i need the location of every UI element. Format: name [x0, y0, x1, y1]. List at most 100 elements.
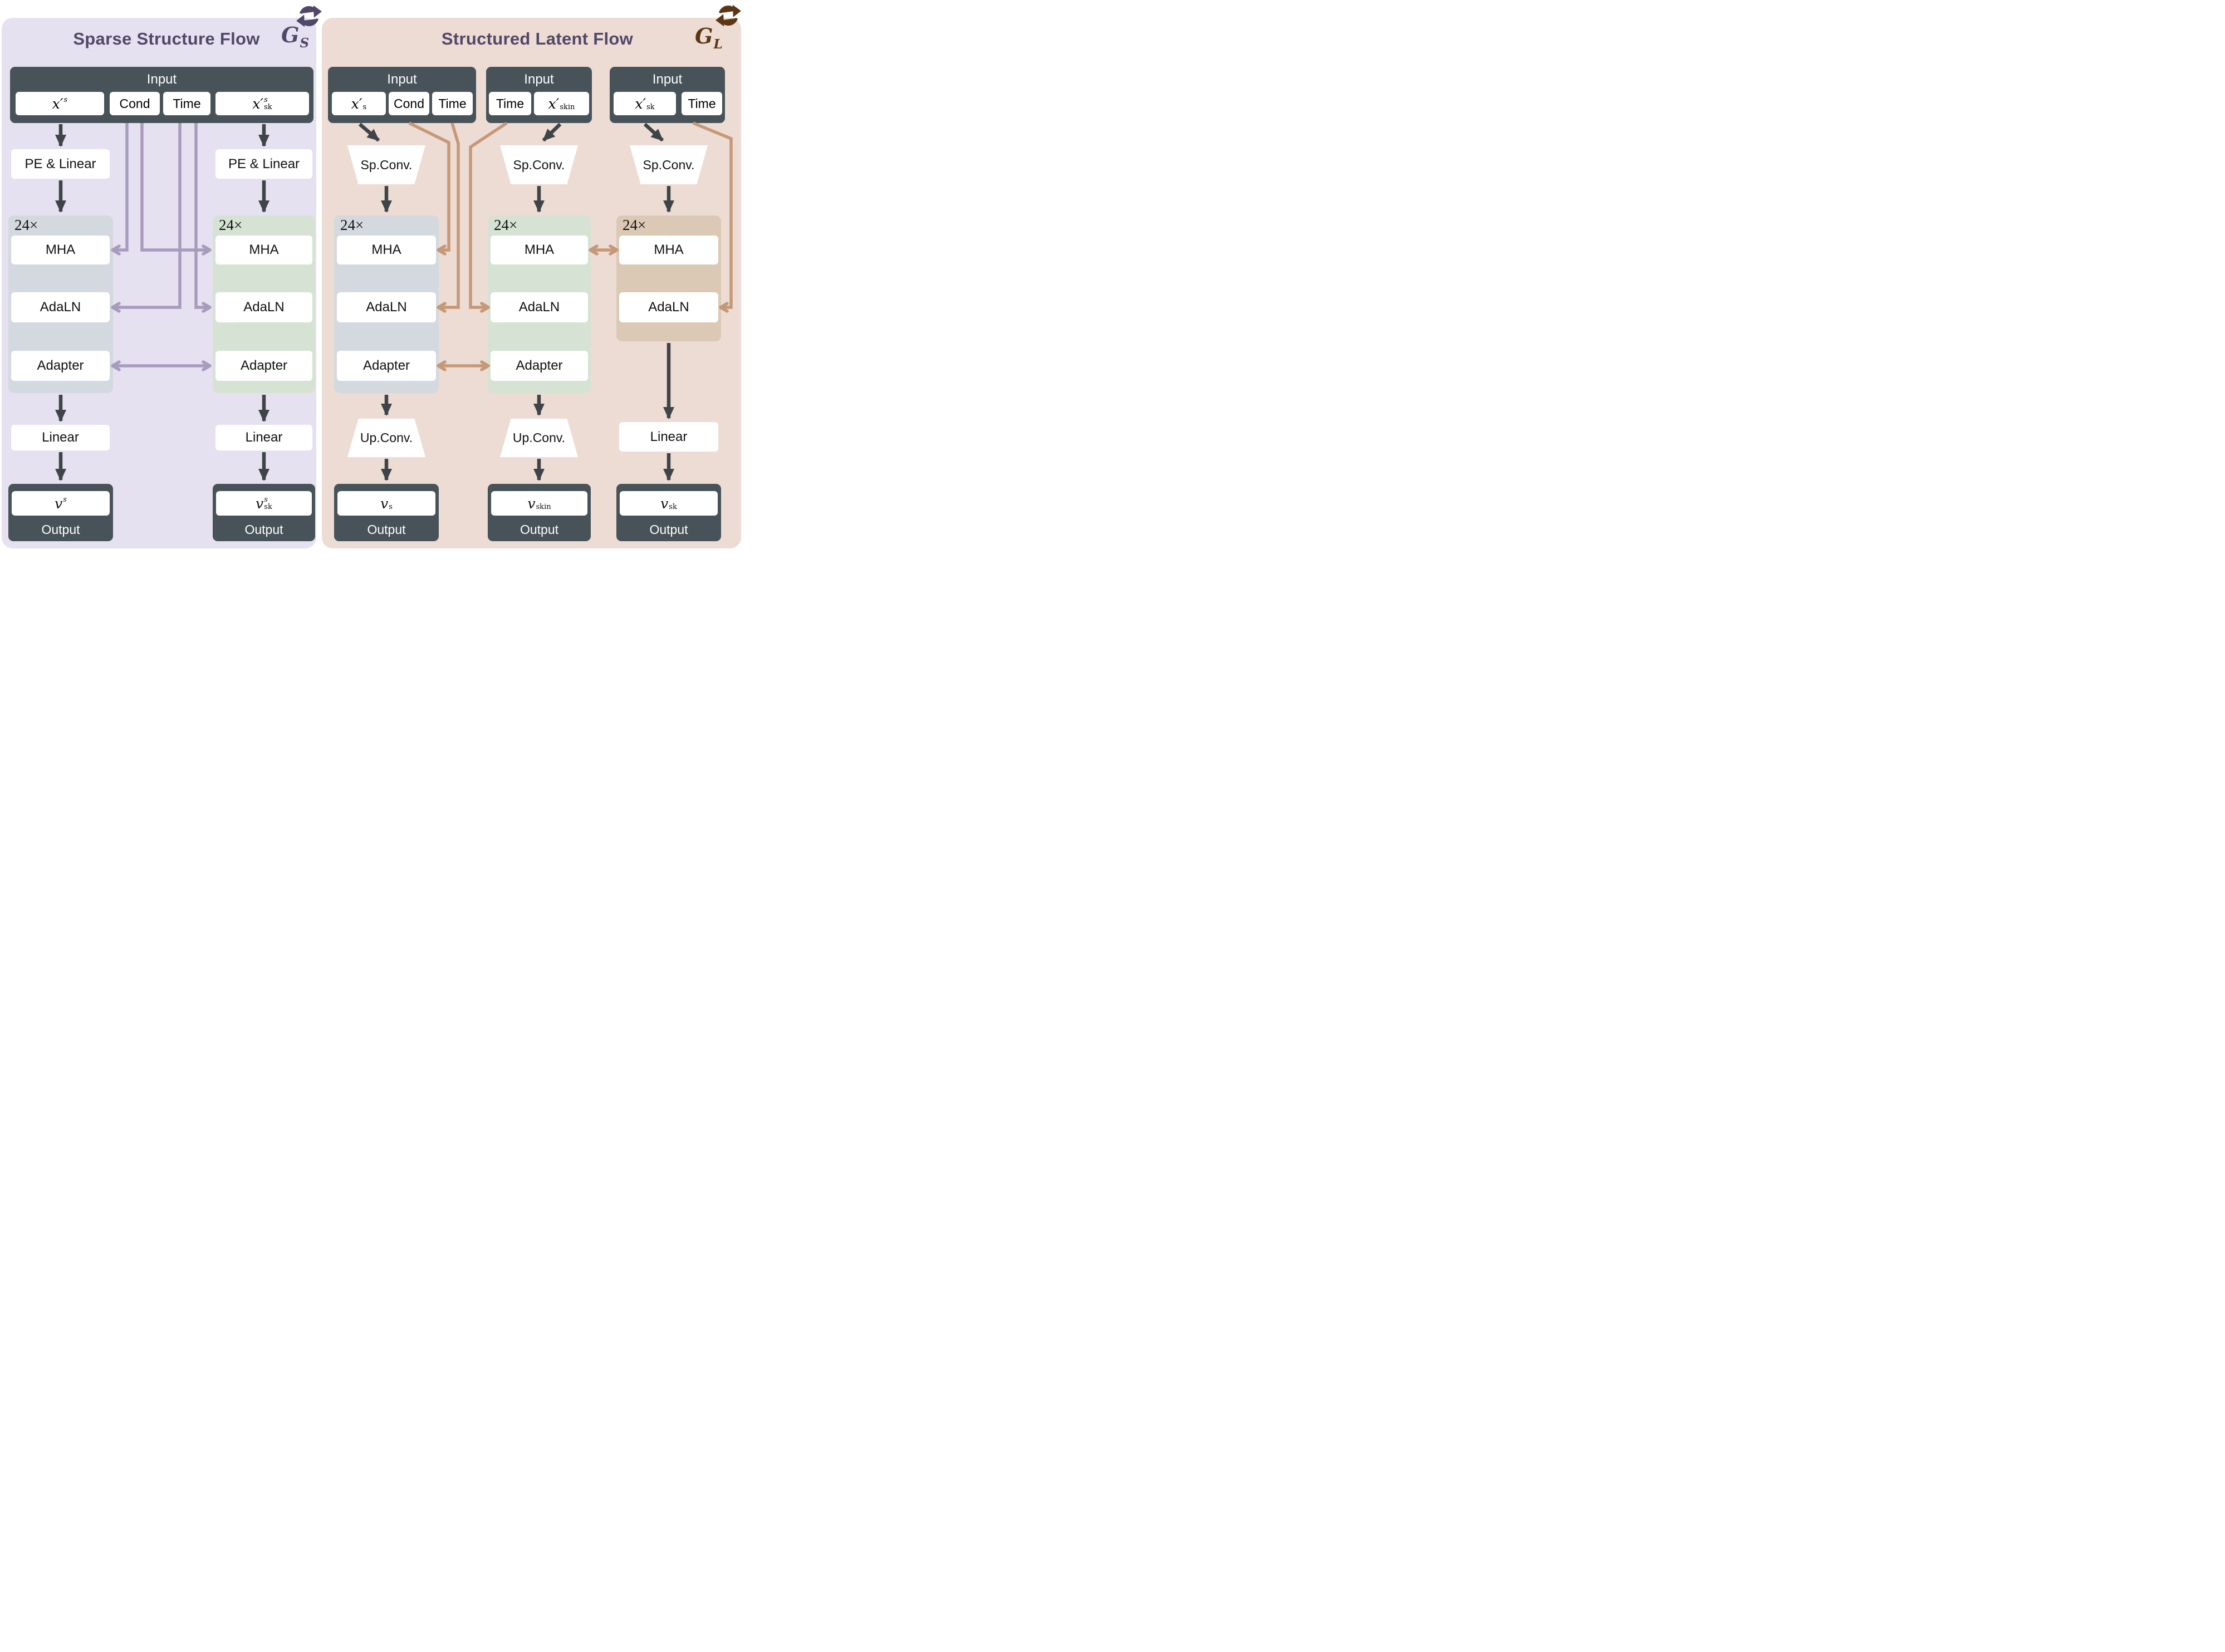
right-col1-output-label: Output [367, 522, 406, 537]
math-base: v [380, 495, 389, 512]
left-col2-pe-linear: PE & Linear [215, 149, 312, 179]
math-xpskin: x′skin [548, 96, 575, 112]
right-col2-upconv: Up.Conv. [500, 419, 578, 457]
right-col1-adapter: Adapter [337, 351, 436, 381]
right-input2-cell-time: Time [489, 92, 531, 115]
right-col3-adaln: AdaLN [619, 292, 718, 322]
right-col2-adaln: AdaLN [491, 292, 588, 322]
right-input1-box: Input x′s Cond Time [328, 67, 476, 123]
math-sub: skin [560, 103, 575, 111]
right-input2-box: Input Time x′skin [486, 67, 592, 123]
left-col2-linear: Linear [215, 425, 312, 450]
left-col2-repeat-count: 24× [219, 217, 243, 233]
math-base: v [527, 495, 536, 512]
left-input-cell-xs: x′s [16, 92, 104, 115]
left-input-label: Input [146, 72, 177, 87]
left-col1-linear: Linear [11, 425, 110, 450]
right-col2-spconv: Sp.Conv. [500, 145, 578, 184]
left-col1-mha: MHA [11, 236, 110, 264]
gs-base: G [281, 22, 300, 47]
right-col2-repeat-count: 24× [494, 217, 518, 233]
left-col1-adapter: Adapter [11, 351, 110, 381]
cycle-icon-left [296, 5, 322, 27]
math-sub: s [362, 103, 367, 111]
math-sub: sk [646, 103, 655, 111]
gs-sub: S [300, 36, 310, 51]
left-col1-output-label: Output [41, 522, 80, 537]
right-panel-title: Structured Latent Flow [441, 29, 634, 48]
right-col1-upconv: Up.Conv. [347, 419, 425, 457]
right-col3-mha: MHA [619, 236, 718, 264]
right-col2-mha: MHA [491, 236, 588, 264]
right-input1-label: Input [387, 72, 417, 87]
right-input3-cell-xsk: x′sk [614, 92, 676, 115]
left-input-cell-time: Time [163, 92, 210, 115]
generator-symbol-gl: GL [695, 23, 723, 52]
math-base: x′ [252, 95, 264, 112]
math-base: x′ [635, 95, 646, 112]
gl-sub: L [713, 37, 723, 52]
left-input-cell-cond: Cond [110, 92, 160, 115]
math-xps: x′s [351, 96, 366, 112]
left-col1-repeat-count: 24× [14, 217, 38, 233]
math-sub: sk [669, 503, 677, 511]
right-input1-cell-time: Time [432, 92, 473, 115]
right-col3-transformer-block: 24× [616, 215, 721, 341]
left-col2-adaln: AdaLN [215, 292, 312, 322]
right-input2-cell-xskin: x′skin [534, 92, 589, 115]
right-col2-adapter: Adapter [491, 351, 588, 381]
right-input3-box: Input x′sk Time [610, 67, 725, 123]
generator-symbol-gs: GS [281, 22, 309, 51]
right-col2-output-label: Output [520, 522, 559, 537]
left-col1-pe-linear: PE & Linear [11, 149, 110, 179]
math-base: x′ [52, 95, 63, 112]
right-input2-label: Input [524, 72, 554, 87]
right-col3-linear: Linear [619, 422, 718, 452]
cycle-icon-right [715, 4, 741, 27]
right-col3-spconv: Sp.Conv. [630, 145, 708, 184]
left-col2-mha: MHA [215, 236, 312, 264]
math-base: x′ [351, 95, 362, 112]
math-sup: s [63, 96, 68, 104]
math-base: x′ [548, 95, 560, 112]
right-col3-output-label: Output [649, 522, 688, 537]
math-base: v [660, 495, 669, 512]
math-base: v [55, 495, 63, 512]
math-base: v [256, 495, 264, 512]
left-col2-output-label: Output [244, 522, 283, 537]
right-col1-adaln: AdaLN [337, 292, 436, 322]
right-col1-mha: MHA [337, 236, 436, 264]
right-col1-repeat-count: 24× [340, 217, 364, 233]
right-input3-label: Input [652, 72, 683, 87]
math-xpsk: x′sk [635, 96, 654, 112]
math-sup: s [264, 96, 268, 104]
left-panel-title: Sparse Structure Flow [73, 29, 260, 48]
diagram-canvas: Sparse Structure Flow Structured Latent … [0, 0, 742, 551]
math-sup: s [264, 496, 268, 504]
right-input3-cell-time: Time [682, 92, 722, 115]
math-sub: sk [264, 503, 272, 511]
left-col1-adaln: AdaLN [11, 292, 110, 322]
left-col2-adapter: Adapter [215, 351, 312, 381]
math-xs: x′s [52, 96, 67, 112]
right-input1-cell-xs: x′s [332, 92, 386, 115]
math-sub: s [389, 503, 393, 511]
right-input1-cell-cond: Cond [389, 92, 429, 115]
